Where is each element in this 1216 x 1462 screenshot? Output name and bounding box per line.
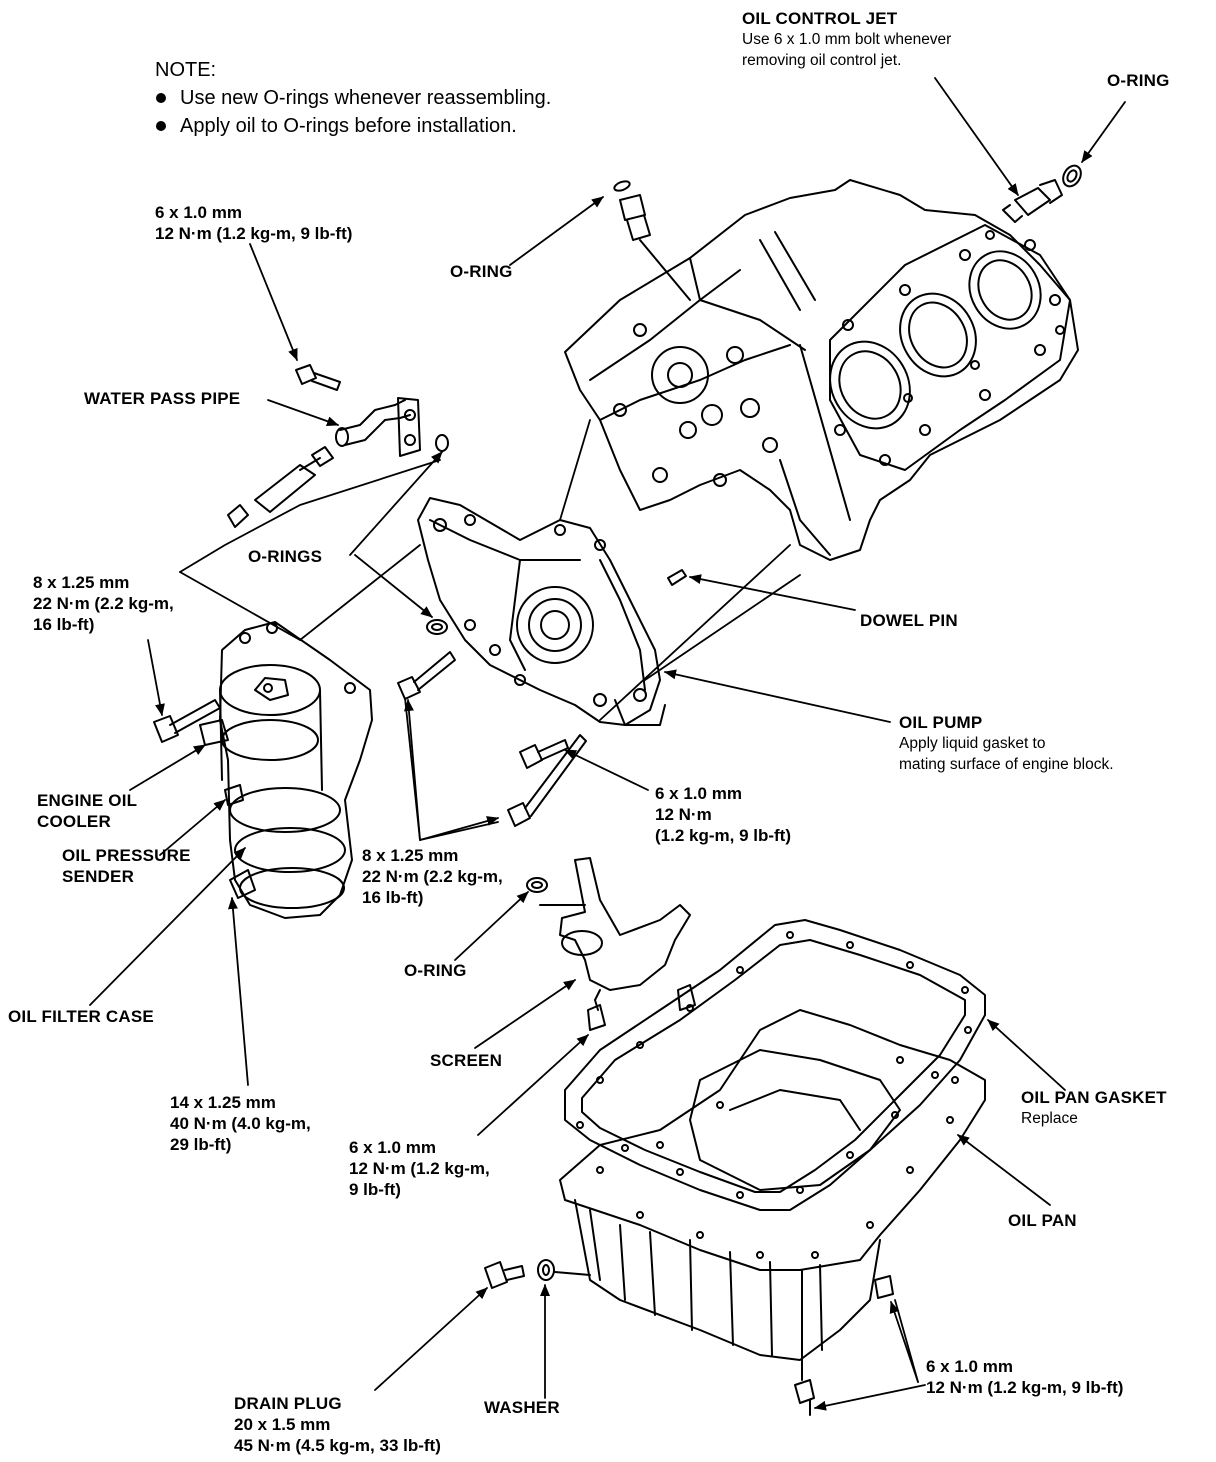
bullet-icon bbox=[156, 92, 166, 103]
label-o-ring-block: O-RING bbox=[450, 262, 513, 281]
label-bolt-6x10-pump: 6 x 1.0 mm 12 N·m (1.2 kg-m, 9 lb-ft) bbox=[655, 784, 792, 845]
label-oil-pressure-sender: OIL PRESSURE SENDER bbox=[62, 846, 191, 886]
label-bolt-6x10-screen: 6 x 1.0 mm 12 N·m (1.2 kg-m, 9 lb-ft) bbox=[349, 1138, 490, 1199]
pump-bolts bbox=[397, 651, 587, 827]
label-bolt-14x125: 14 x 1.25 mm 40 N·m (4.0 kg-m, 29 lb-ft) bbox=[170, 1093, 311, 1154]
oil-filter-case bbox=[153, 621, 373, 919]
o-ring-pump bbox=[426, 619, 448, 635]
water-pass-pipe bbox=[227, 364, 449, 528]
oil-pan-gasket bbox=[564, 919, 986, 1211]
note-item: Use new O-rings whenever reassembling. bbox=[155, 84, 551, 112]
label-o-ring-screen: O-RING bbox=[404, 961, 467, 980]
label-o-ring-top-right: O-RING bbox=[1107, 71, 1170, 90]
note-heading: NOTE: bbox=[155, 59, 217, 81]
oil-pump bbox=[417, 497, 687, 726]
engine-block bbox=[564, 164, 1082, 561]
label-oil-control-jet: OIL CONTROL JET Use 6 x 1.0 mm bolt when… bbox=[742, 9, 952, 69]
label-screen: SCREEN bbox=[430, 1051, 503, 1070]
bullet-icon bbox=[156, 120, 166, 131]
label-water-pass-pipe: WATER PASS PIPE bbox=[84, 389, 241, 408]
label-bolt-6x10-pipe: 6 x 1.0 mm 12 N·m (1.2 kg-m, 9 lb-ft) bbox=[155, 203, 353, 243]
note-item: Apply oil to O-rings before installation… bbox=[155, 112, 551, 140]
label-dowel-pin: DOWEL PIN bbox=[860, 611, 958, 630]
label-bolt-8x125-cooler: 8 x 1.25 mm 22 N·m (2.2 kg-m, 16 lb-ft) bbox=[33, 573, 174, 634]
label-bolt-8x125-pump: 8 x 1.25 mm 22 N·m (2.2 kg-m, 16 lb-ft) bbox=[362, 846, 503, 907]
label-bolt-6x10-pan: 6 x 1.0 mm 12 N·m (1.2 kg-m, 9 lb-ft) bbox=[926, 1357, 1124, 1397]
label-washer: WASHER bbox=[484, 1398, 560, 1417]
note-block: NOTE: Use new O-rings whenever reassembl… bbox=[155, 56, 551, 140]
label-oil-pan: OIL PAN bbox=[1008, 1211, 1077, 1230]
oil-screen bbox=[526, 857, 696, 1031]
label-drain-plug: DRAIN PLUG 20 x 1.5 mm 45 N·m (4.5 kg-m,… bbox=[234, 1394, 441, 1455]
oil-pan bbox=[484, 1009, 986, 1416]
label-o-rings: O-RINGS bbox=[248, 547, 323, 566]
label-oil-pan-gasket: OIL PAN GASKET Replace bbox=[1021, 1088, 1167, 1127]
label-oil-pump: OIL PUMP Apply liquid gasket to mating s… bbox=[899, 713, 1114, 773]
leader-lines bbox=[89, 77, 1126, 1411]
label-oil-filter-case: OIL FILTER CASE bbox=[8, 1007, 154, 1026]
label-engine-oil-cooler: ENGINE OIL COOLER bbox=[37, 791, 138, 831]
